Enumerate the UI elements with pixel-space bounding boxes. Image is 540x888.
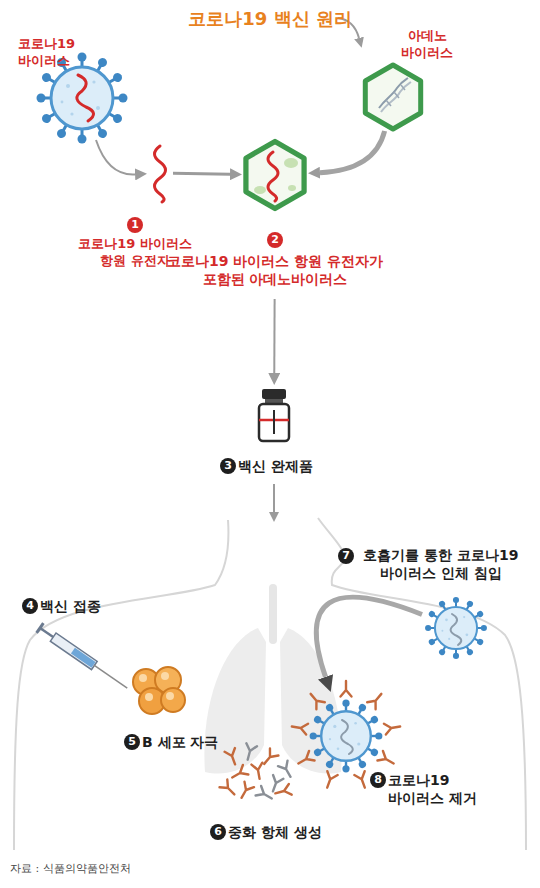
shape-area bbox=[300, 692, 392, 780]
callout-number: 6 bbox=[210, 824, 226, 840]
shape-area bbox=[38, 620, 133, 692]
incoming-virus-icon bbox=[425, 597, 487, 659]
shape-area bbox=[40, 56, 124, 140]
callout-number: 4 bbox=[22, 598, 38, 614]
flow-arrow bbox=[316, 597, 422, 677]
node-label: 호흡기를 통한 코로나19 바이러스 인체 침입 bbox=[356, 546, 526, 582]
shape-area bbox=[242, 141, 308, 209]
neutralized-virus-icon bbox=[291, 681, 401, 790]
adenovirus-icon bbox=[338, 18, 421, 129]
flow-arrow bbox=[320, 131, 385, 173]
gene-node: 코로나19 바이러스 항원 유전자 bbox=[68, 140, 202, 274]
callout-number: 7 bbox=[338, 548, 354, 564]
syringe-icon bbox=[37, 623, 131, 693]
shape-area bbox=[256, 388, 292, 442]
body-outline bbox=[14, 518, 526, 850]
shape-area bbox=[147, 143, 173, 203]
shape-area bbox=[360, 63, 426, 131]
callout-number: 8 bbox=[370, 772, 386, 788]
node-label: 중화 항체 생성 bbox=[228, 823, 338, 841]
virus-node: 아데노 바이러스 bbox=[355, 27, 460, 133]
virus-node: 코로나19 바이러스 제거 bbox=[298, 690, 482, 814]
shape-area bbox=[130, 666, 186, 716]
node-label: 코로나19 바이러스 항원 유전자가 포함된 아데노바이러스 bbox=[165, 252, 385, 288]
recombinant-adenovirus-icon bbox=[246, 141, 304, 208]
vector-node: 코로나19 바이러스 항원 유전자가 포함된 아데노바이러스 bbox=[163, 139, 387, 299]
antibody-cluster bbox=[220, 743, 296, 803]
b-cell-icon bbox=[133, 667, 185, 714]
node-label: 코로나19 바이러스 항원 유전자 bbox=[70, 236, 200, 270]
node-label: 백신 접종 bbox=[40, 597, 130, 615]
antigen-gene-icon bbox=[155, 146, 166, 202]
syringe-node: 백신 접종 bbox=[20, 594, 135, 694]
cell-node: B 세포 자극 bbox=[122, 664, 234, 754]
node-label: 백신 완제품 bbox=[238, 457, 328, 475]
flow-arrow bbox=[96, 140, 135, 175]
node-label: 아데노 바이러스 bbox=[398, 28, 456, 62]
coronavirus-icon bbox=[37, 53, 128, 144]
vaccine-vial-icon bbox=[259, 389, 289, 441]
node-label: 코로나19 바이러스 제거 bbox=[388, 771, 480, 807]
callout-number: 1 bbox=[127, 217, 143, 233]
vial-node: 백신 완제품 bbox=[218, 385, 330, 479]
node-label: 코로나19 바이러스 bbox=[18, 36, 80, 70]
title: 코로나19 백신 원리 bbox=[0, 7, 540, 30]
node-label: B 세포 자극 bbox=[142, 733, 232, 751]
callout-number: 3 bbox=[220, 458, 236, 474]
flow-arrow bbox=[273, 299, 275, 373]
shape-area bbox=[422, 594, 490, 662]
virus-node: 호흡기를 통한 코로나19 바이러스 인체 침입 bbox=[336, 543, 528, 665]
antibody-node: 중화 항체 생성 bbox=[208, 745, 340, 845]
flow-arrow bbox=[273, 484, 275, 512]
shape-area bbox=[222, 746, 292, 796]
flow-arrow bbox=[173, 172, 230, 176]
callout-number: 2 bbox=[267, 232, 283, 248]
caption: 자료 : 식품의약품안전처 bbox=[10, 862, 310, 876]
virus-node: 코로나19 바이러스 bbox=[15, 33, 137, 145]
callout-number: 5 bbox=[124, 734, 140, 750]
